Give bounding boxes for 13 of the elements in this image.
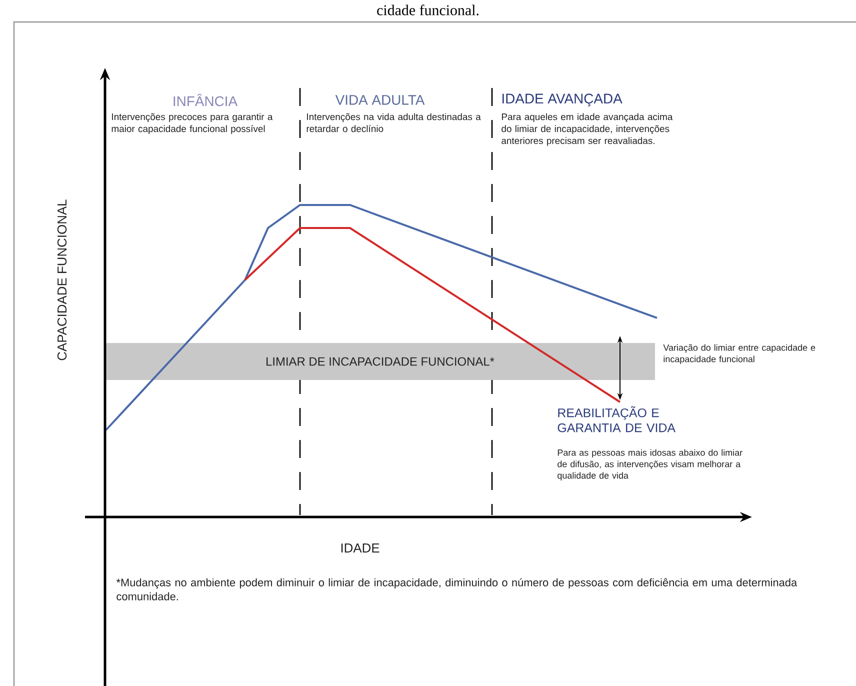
period-heading: INFÂNCIA — [174, 94, 238, 106]
footnote: *Mudanças no ambiente podem diminuir o limiar de incapacidade, diminuindo o número de pessoas com deficiência em uma determinada comunidade. — [116, 578, 798, 600]
period-heading: VIDA ADULTA — [335, 95, 425, 105]
stage-heading: REABILITAÇÃO E GARANTIA DE VIDA — [558, 406, 676, 432]
caption: cidade funcional. — [377, 4, 478, 16]
period-description: Intervenções na vida adulta destinadas a retardar o declínio — [306, 113, 481, 132]
stage-description: Para as pessoas mais idosas abaixo do limiar de difusão, as intervenções visam melhorar a qualidade de vida — [558, 449, 742, 480]
axis-title: CAPACIDADE FUNCIONAL — [57, 200, 67, 360]
period-heading: IDADE AVANÇADA — [502, 94, 622, 106]
period-description: Intervenções precoces para garantir a maior capacidade funcional possível — [112, 113, 273, 134]
axis-title: IDADE — [341, 544, 380, 552]
threshold-band: LIMIAR DE INCAPACIDADE FUNCIONAL* — [105, 343, 655, 380]
period-description: Para aqueles em idade avançada acima do limiar de incapacidade, intervenções anteriores precisam ser reavaliadas. — [502, 113, 673, 146]
